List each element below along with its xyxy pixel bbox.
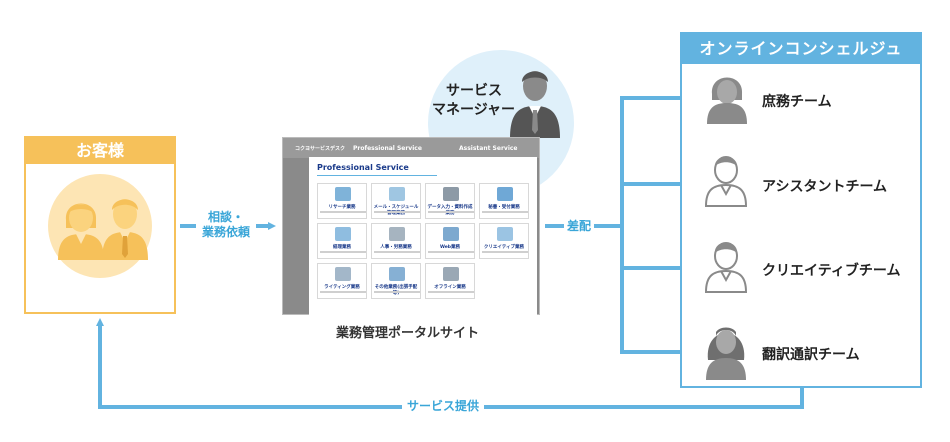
portal-caption: 業務管理ポータルサイト bbox=[336, 326, 480, 341]
team-general-icon bbox=[707, 77, 747, 124]
portal-card-desc bbox=[482, 251, 528, 253]
portal-card-label: 秘書・受付業務 bbox=[488, 205, 520, 210]
manager-label-line2: マネージャー bbox=[432, 102, 516, 118]
portal-card[interactable]: データ入力・資料作成業務 bbox=[425, 183, 475, 219]
portal-card-icon bbox=[443, 267, 459, 281]
portal-card[interactable]: ライティング業務 bbox=[317, 263, 367, 299]
portal-card[interactable]: オフライン業務 bbox=[425, 263, 475, 299]
portal-card-label: ライティング業務 bbox=[324, 285, 360, 290]
portal-card-icon bbox=[335, 267, 351, 281]
portal-card[interactable]: クリエイティブ業務 bbox=[479, 223, 529, 259]
portal-card-icon bbox=[443, 227, 459, 241]
man-icon bbox=[102, 199, 148, 260]
manager-label: サービス マネージャー bbox=[432, 82, 522, 120]
portal-tab-assistant: Assistant Service bbox=[459, 145, 518, 152]
consult-label-line1: 相談・ bbox=[207, 210, 244, 224]
portal-tab-professional: Professional Service bbox=[353, 145, 422, 152]
customer-title: お客様 bbox=[26, 138, 174, 164]
woman-icon bbox=[58, 203, 104, 260]
concierge-title: オンラインコンシェルジュ bbox=[682, 34, 920, 64]
consult-label: 相談・ 業務依頼 bbox=[196, 210, 256, 240]
portal-card-desc bbox=[320, 291, 366, 293]
portal-card-desc bbox=[428, 211, 474, 213]
portal-card[interactable]: リサーチ業務 bbox=[317, 183, 367, 219]
portal-card[interactable]: 秘書・受付業務 bbox=[479, 183, 529, 219]
portal-card-desc bbox=[320, 251, 366, 253]
portal-breadcrumb: コクヨサービスデスク bbox=[295, 146, 346, 152]
portal-card-icon bbox=[443, 187, 459, 201]
portal-header-bar: コクヨサービスデスク Professional Service Assistan… bbox=[283, 138, 539, 158]
portal-card-label: データ入力・資料作成業務 bbox=[427, 205, 473, 216]
team-assistant-icon bbox=[704, 156, 748, 207]
customer-box: お客様 bbox=[24, 136, 176, 314]
portal-card-desc bbox=[428, 291, 474, 293]
manager-label-line1: サービス bbox=[446, 83, 502, 99]
portal-card[interactable]: その他業務(出張手配等) bbox=[371, 263, 421, 299]
portal-card-icon bbox=[497, 187, 513, 201]
customer-illustration bbox=[48, 174, 152, 278]
team-label-assistant: アシスタントチーム bbox=[762, 179, 888, 195]
portal-card-icon bbox=[335, 187, 351, 201]
portal-card[interactable]: 経理業務 bbox=[317, 223, 367, 259]
team-translation-icon bbox=[706, 327, 746, 380]
manager-icon bbox=[510, 71, 560, 138]
portal-card-icon bbox=[389, 187, 405, 201]
portal-card-label: その他業務(出張手配等) bbox=[374, 285, 418, 296]
portal-card-label: リサーチ業務 bbox=[328, 205, 356, 210]
team-label-translation: 翻訳通訳チーム bbox=[762, 347, 860, 363]
portal-card-desc bbox=[428, 251, 474, 253]
team-label-creative: クリエイティブチーム bbox=[762, 263, 901, 279]
portal-card[interactable]: 人事・労務業務 bbox=[371, 223, 421, 259]
portal-card-icon bbox=[335, 227, 351, 241]
portal-card-desc bbox=[374, 211, 420, 213]
portal-card-desc bbox=[482, 211, 528, 213]
portal-heading-underline bbox=[317, 175, 437, 176]
portal-card-label: オフライン業務 bbox=[434, 285, 466, 290]
consult-label-line2: 業務依頼 bbox=[201, 225, 250, 239]
team-label-general: 庶務チーム bbox=[762, 94, 832, 110]
portal-card-icon bbox=[389, 227, 405, 241]
portal-card-label: メール・スケジュール管理業務 bbox=[373, 205, 419, 216]
portal-card-label: 経理業務 bbox=[333, 245, 351, 250]
portal-screenshot: コクヨサービスデスク Professional Service Assistan… bbox=[282, 137, 540, 315]
portal-card-label: Web業務 bbox=[439, 245, 461, 250]
portal-card[interactable]: Web業務 bbox=[425, 223, 475, 259]
dispatch-label: 差配 bbox=[564, 219, 594, 234]
portal-content: Professional Service リサーチ業務 メール・スケジュール管理業… bbox=[309, 157, 537, 315]
team-creative-icon bbox=[704, 242, 748, 293]
portal-card-icon bbox=[497, 227, 513, 241]
portal-card-label: 人事・労務業務 bbox=[380, 245, 412, 250]
portal-card-icon bbox=[389, 267, 405, 281]
provide-label: サービス提供 bbox=[402, 399, 484, 414]
portal-card-label: クリエイティブ業務 bbox=[483, 245, 525, 250]
portal-card[interactable]: メール・スケジュール管理業務 bbox=[371, 183, 421, 219]
portal-card-desc bbox=[374, 251, 420, 253]
portal-card-desc bbox=[374, 291, 420, 293]
portal-card-desc bbox=[320, 211, 366, 213]
portal-heading: Professional Service bbox=[317, 163, 409, 172]
